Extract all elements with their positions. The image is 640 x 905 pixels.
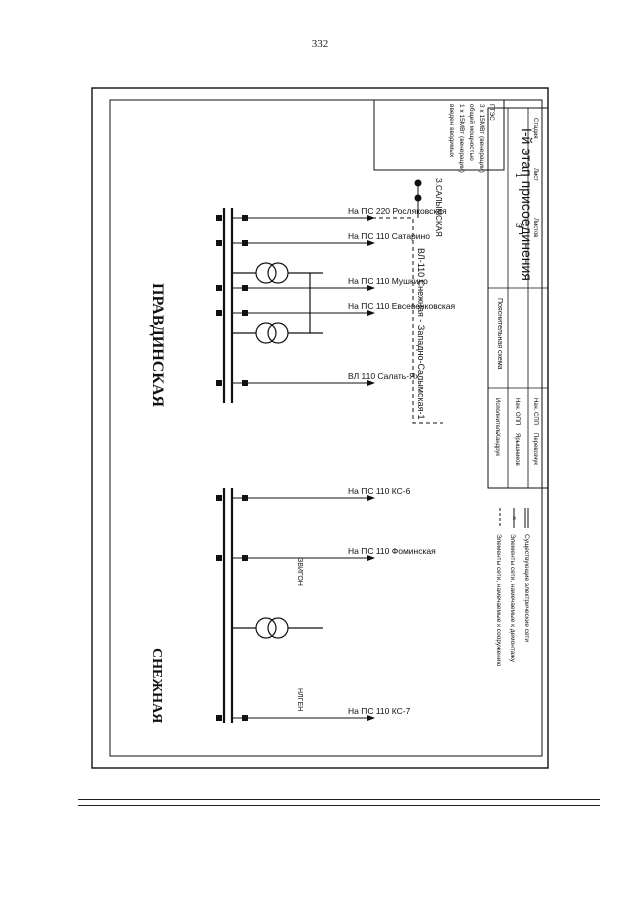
feeder-right-label-2: На ПС 110 Сатарино — [348, 231, 430, 241]
z-salymskaya-label: З.САЛЫМСКАЯ — [434, 178, 443, 237]
stamp-text: Пояснительная схема Нач. СПП Перевозчук … — [494, 118, 538, 466]
vl110-dashed-line — [232, 217, 443, 424]
feeder-right-4: На ПС 110 Евсевенковская — [216, 301, 456, 316]
drawing-inner-frame — [109, 99, 543, 757]
feeder-right-label-5: ВЛ 110 Салать-Ях — [348, 371, 420, 381]
page-number: 332 — [311, 38, 329, 50]
feeder-right-label-1: На ПС 220 Росляковская — [348, 206, 447, 216]
stamp-name-1: Перевозчук — [532, 433, 538, 465]
feeder-right-2: На ПС 110 Сатарино — [216, 231, 430, 246]
transformer-left — [232, 617, 323, 639]
diagram-title: I-й этап присоединения — [519, 128, 535, 281]
bottom-rule-2 — [78, 805, 600, 806]
stamp-block — [487, 107, 549, 489]
feeder-left-label-3: На ПС 110 КС-6 — [348, 486, 411, 496]
feeder-right-label-3: На ПС 110 Мушкино — [348, 276, 428, 286]
legend-item-2: Элементы сети, намечаемые к демонтажу — [509, 534, 516, 663]
feeder-left-label-2: На ПС 110 Фоминская — [348, 546, 436, 556]
feeder-left-label-1: На ПС 110 КС-7 — [348, 706, 411, 716]
stamp-val-sheet: 1 — [514, 173, 523, 178]
substation-right-label: ПРАВДИНСКАЯ — [149, 283, 166, 407]
label-zvigon: ЗВИГОН — [296, 558, 303, 586]
legend-item-1: Элементы сети, намечаемые к сооружению — [495, 534, 502, 666]
gtes-note-box: ГТЭС3 х 15МВт (венерации)общей мощностью… — [373, 99, 505, 173]
svg-text:×: × — [510, 516, 517, 520]
transformer-right-2 — [232, 262, 323, 284]
feeder-left-3: На ПС 110 КС-6 — [216, 486, 411, 501]
transformer-right-1 — [232, 322, 323, 344]
stamp-role-3: Исполнитель — [494, 398, 500, 434]
legend: Элементы сети, намечаемые к сооружению ×… — [495, 508, 530, 666]
vl110-label: ВЛ-110 Снежная - Западно-Салымская-1 — [416, 248, 426, 419]
label-nlgen: НЛГЕН — [296, 688, 303, 711]
gtes-note: ГТЭС3 х 15МВт (венерации)общей мощностью… — [448, 104, 495, 173]
feeders-left: На ПС 110 КС-7 На ПС 110 Фоминская На ПС 1… — [216, 486, 436, 721]
bottom-rule-1 — [78, 799, 600, 800]
vl110-breaker — [414, 179, 422, 218]
stamp-col-sheet: Лист — [532, 168, 538, 181]
stamp-name-3: Хандрук — [494, 433, 500, 456]
stamp-role-2: Нач. ОПП — [514, 398, 520, 425]
feeder-right-5: ВЛ 110 Салать-Ях — [216, 371, 420, 386]
stamp-col-stage: Стадия — [532, 118, 538, 138]
feeder-right-3: На ПС 110 Мушкино — [216, 276, 428, 291]
feeder-left-1: На ПС 110 КС-7 — [216, 706, 411, 721]
stamp-col-sheets: Листов — [532, 218, 538, 238]
substation-left-label: СНЕЖНАЯ — [149, 648, 164, 723]
rotated-drawing: I-й этап присоединения ПРАВДИНСКАЯ СНЕЖН… — [149, 99, 549, 723]
stamp-val-sheets: 3 — [514, 223, 523, 228]
feeder-right-1: На ПС 220 Росляковская — [216, 206, 447, 221]
stamp-title: Пояснительная схема — [496, 298, 503, 370]
feeder-right-label-4: На ПС 110 Евсевенковская — [348, 301, 456, 311]
feeder-left-2: На ПС 110 Фоминская — [216, 546, 436, 561]
legend-item-3: Существующие электрические сети — [523, 534, 530, 642]
stamp-role-1: Нач. СПП — [532, 398, 538, 425]
stamp-name-2: Ярышников — [514, 433, 520, 466]
